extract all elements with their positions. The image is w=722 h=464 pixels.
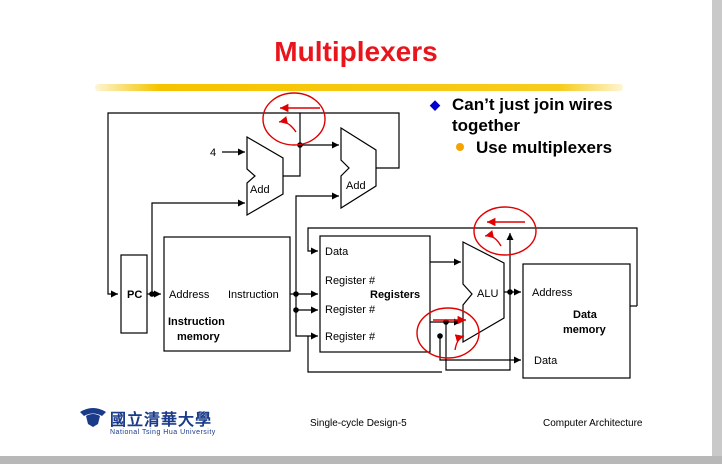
dmem-address-label: Address <box>532 287 573 299</box>
datapath-diagram: PC 4 Add Add Address Instruction Instruc… <box>107 92 638 379</box>
annotation-circle-top <box>262 92 326 146</box>
regs-reg3-label: Register # <box>325 331 376 343</box>
dot-bullet-icon <box>456 143 464 151</box>
slide: Multiplexers ◆ Can’t just join wires tog… <box>0 0 712 456</box>
instruction-memory-block <box>163 236 291 352</box>
footer-slide-label: Single-cycle Design-5 <box>310 418 407 429</box>
alu-label: ALU <box>477 288 498 300</box>
bullet-text-2: Use multiplexers <box>476 138 613 157</box>
adder-1 <box>246 135 284 217</box>
registers-block <box>319 235 431 353</box>
const-four-label: 4 <box>210 147 216 159</box>
footer-course-label: Computer Architecture <box>543 418 643 429</box>
annotation-circle-alu-in <box>416 307 480 359</box>
slide-title: Multiplexers <box>274 36 438 67</box>
window-edge-right <box>712 0 722 464</box>
adder-1-label: Add <box>250 184 270 196</box>
university-name-english: National Tsing Hua University <box>110 429 216 436</box>
window-edge-bottom <box>0 456 722 464</box>
annotation-circle-alu-out <box>473 206 537 256</box>
regs-reg2-label: Register # <box>325 304 376 316</box>
adder-2 <box>340 126 377 210</box>
dmem-name-line2: memory <box>563 324 607 336</box>
registers-name-label: Registers <box>370 289 420 301</box>
pc-label: PC <box>127 289 142 301</box>
imem-name-line2: memory <box>177 331 221 343</box>
university-logo-icon <box>80 408 106 427</box>
regs-reg1-label: Register # <box>325 275 376 287</box>
adder-2-label: Add <box>346 180 366 192</box>
dmem-name-line1: Data <box>573 309 598 321</box>
imem-address-label: Address <box>169 289 210 301</box>
university-name-chinese: 國立清華大學 <box>110 410 213 429</box>
regs-data-label: Data <box>325 246 349 258</box>
bullet-text-1: Can’t just join wires together <box>452 95 613 135</box>
imem-instruction-label: Instruction <box>228 289 279 301</box>
imem-name-line1: Instruction <box>168 316 225 328</box>
title-highlight-stroke <box>95 84 623 91</box>
bullet-item-2: Use multiplexers <box>456 138 612 158</box>
diamond-bullet-icon: ◆ <box>430 97 440 112</box>
bullet-item-1: ◆ Can’t just join wires together <box>430 94 670 136</box>
dmem-data-label: Data <box>534 355 558 367</box>
data-memory-block <box>522 263 631 379</box>
